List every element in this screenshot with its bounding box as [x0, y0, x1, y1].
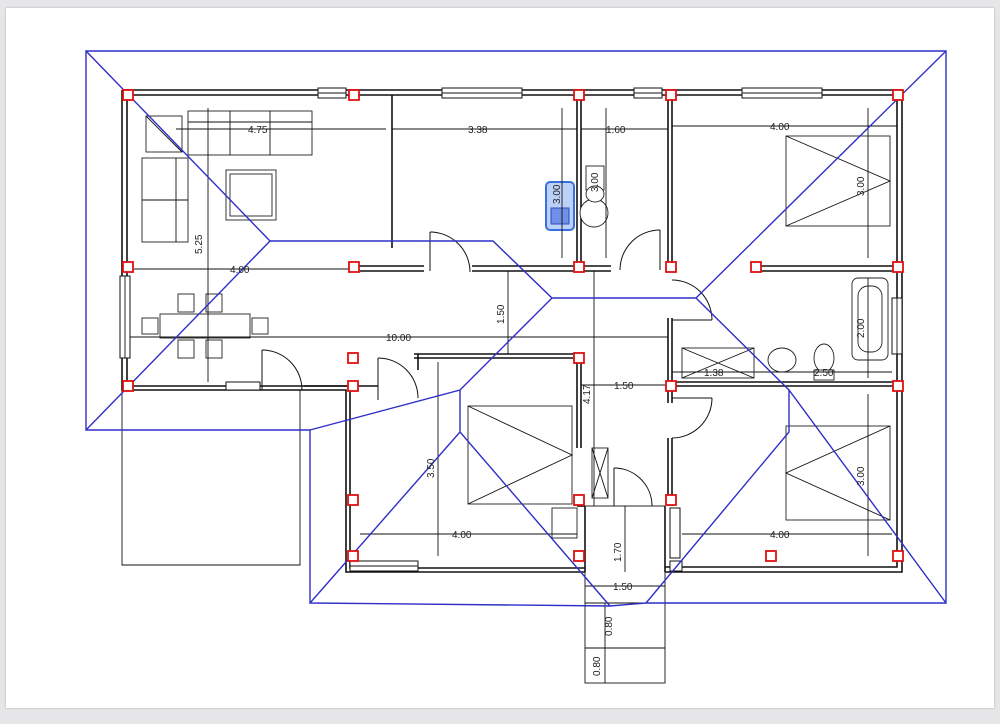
floor-plan: 4.75 3.38 1.60 4.00 5.25 4.00 10.00 3.00…: [85, 50, 947, 684]
dimension-labels: 4.75 3.38 1.60 4.00 5.25 4.00 10.00 3.00…: [194, 122, 867, 676]
windows: [119, 87, 903, 572]
drawing-sheet: 4.75 3.38 1.60 4.00 5.25 4.00 10.00 3.00…: [6, 8, 994, 708]
interior-walls: [304, 95, 897, 507]
dim-wc-depth-b: 3.00: [552, 184, 563, 204]
dim-bed-ne-width: 4.00: [770, 122, 790, 133]
dim-bath-width-a: 1.38: [704, 368, 724, 379]
column-markers: [122, 89, 904, 562]
dim-living-lower-width: 4.00: [230, 265, 250, 276]
dim-living-width: 4.75: [248, 125, 268, 136]
dimension-lines: [130, 108, 897, 683]
dim-hall-depth: 1.50: [496, 304, 507, 324]
dim-step-b: 0.80: [592, 656, 603, 676]
dim-wc-width: 1.60: [606, 125, 626, 136]
dim-room2-width: 3.38: [468, 125, 488, 136]
terrace-outline: [121, 390, 666, 684]
furniture: [141, 110, 892, 539]
dim-wc-depth: 3.00: [590, 172, 601, 192]
roof-outline: [85, 50, 947, 607]
dim-entry-width: 1.50: [613, 582, 633, 593]
dim-bed-sw-width: 4.00: [452, 530, 472, 541]
dim-bath-width-b: 2.50: [814, 368, 834, 379]
dim-bed-sw-depth: 3.50: [426, 458, 437, 478]
dim-bed-se-depth: 3.00: [856, 466, 867, 486]
dim-bed-ne-depth: 3.00: [856, 176, 867, 196]
dim-bed-se-width: 4.00: [770, 530, 790, 541]
dim-corridor-width: 1.50: [614, 381, 634, 392]
dim-bath-depth: 2.00: [856, 318, 867, 338]
dim-total-length: 10.00: [386, 333, 411, 344]
dim-living-depth: 5.25: [194, 234, 205, 254]
dim-step-a: 0.80: [604, 616, 615, 636]
dim-corridor-length: 4.17: [582, 384, 593, 404]
dim-entry-depth: 1.70: [613, 542, 624, 562]
